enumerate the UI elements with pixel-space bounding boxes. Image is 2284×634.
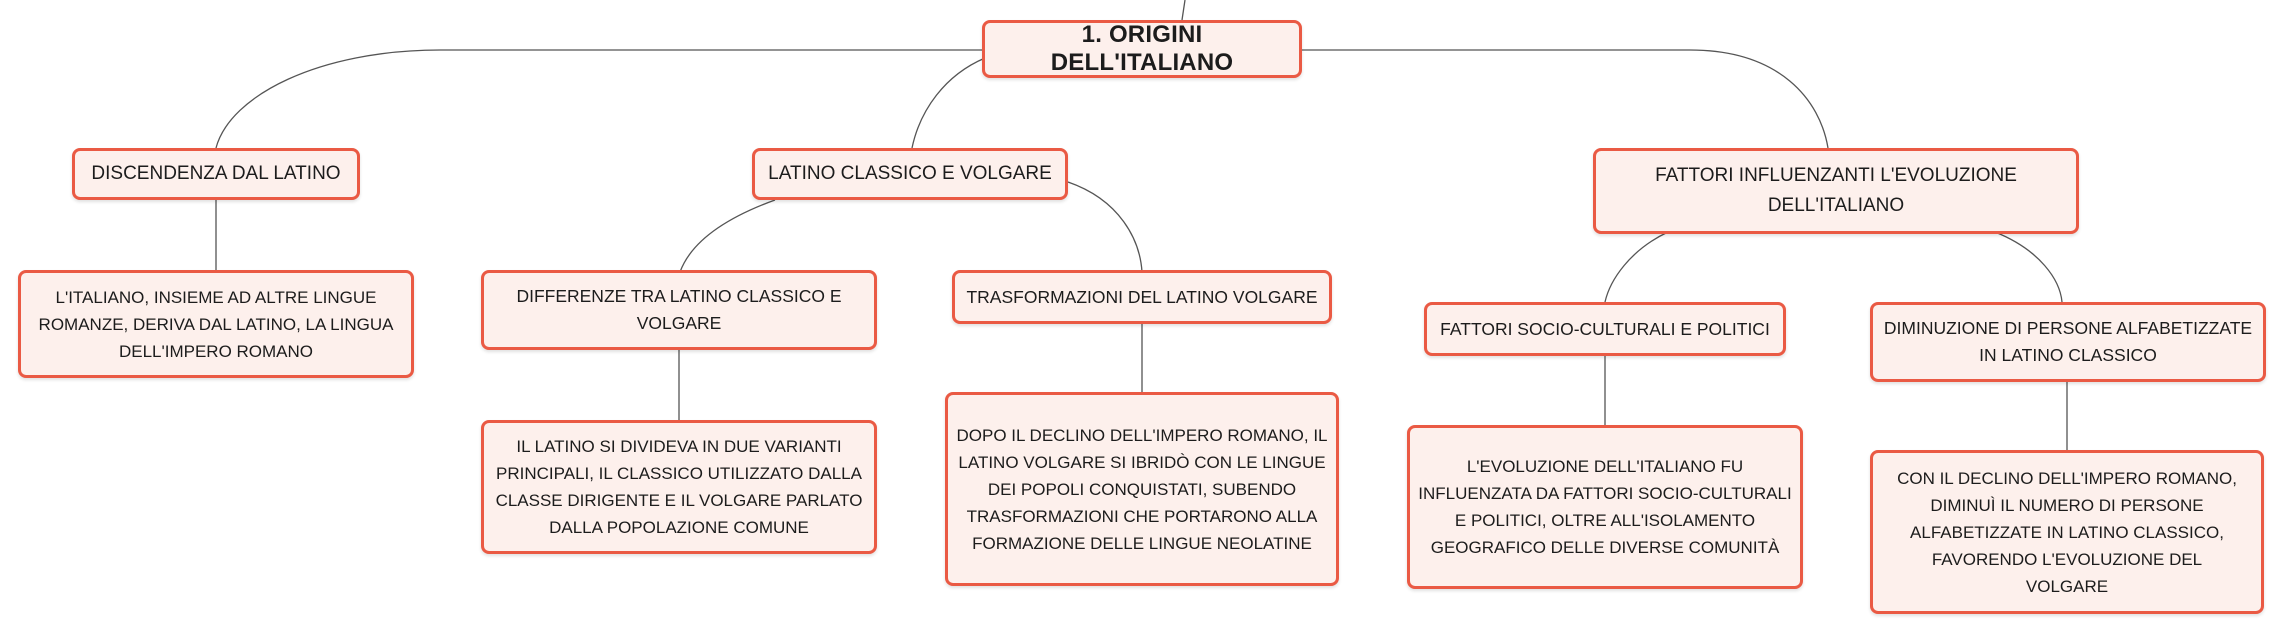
detail-trasformazioni[interactable]: DOPO IL DECLINO DELL'IMPERO ROMANO, IL L… — [945, 392, 1339, 586]
subtopic-diminuzione-alfabetizzate[interactable]: DIMINUZIONE DI PERSONE ALFABETIZZATE IN … — [1870, 302, 2266, 382]
topic-latino-classico-e-volgare[interactable]: LATINO CLASSICO E VOLGARE — [752, 148, 1068, 200]
connector-root-latino — [911, 57, 986, 149]
connector-root-discendenza — [215, 49, 985, 149]
detail-label: L'EVOLUZIONE DELL'ITALIANO FU INFLUENZAT… — [1418, 457, 1792, 557]
topic-label: FATTORI INFLUENZANTI L'EVOLUZIONE DELL'I… — [1655, 165, 2017, 216]
connector-fattori-socio — [1604, 231, 1669, 303]
subtopic-fattori-socio-culturali[interactable]: FATTORI SOCIO-CULTURALI E POLITICI — [1424, 302, 1786, 356]
detail-label: IL LATINO SI DIVIDEVA IN DUE VARIANTI PR… — [495, 437, 863, 537]
detail-diminuzione-alfabetizzate[interactable]: CON IL DECLINO DELL'IMPERO ROMANO, DIMIN… — [1870, 450, 2264, 614]
detail-fattori-socio-culturali[interactable]: L'EVOLUZIONE DELL'ITALIANO FU INFLUENZAT… — [1407, 425, 1803, 589]
subtopic-label: L'ITALIANO, INSIEME AD ALTRE LINGUE ROMA… — [38, 287, 394, 361]
subtopic-label: FATTORI SOCIO-CULTURALI E POLITICI — [1440, 318, 1770, 339]
subtopic-differenze-latino-classico-volgare[interactable]: DIFFERENZE TRA LATINO CLASSICO E VOLGARE — [481, 270, 877, 350]
topic-label: LATINO CLASSICO E VOLGARE — [768, 163, 1052, 184]
topic-label: DISCENDENZA DAL LATINO — [91, 163, 341, 184]
detail-differenze[interactable]: IL LATINO SI DIVIDEVA IN DUE VARIANTI PR… — [481, 420, 877, 554]
root-topic-label: 1. ORIGINI DELL'ITALIANO — [1050, 21, 1234, 76]
detail-label: DOPO IL DECLINO DELL'IMPERO ROMANO, IL L… — [956, 425, 1328, 553]
detail-label: CON IL DECLINO DELL'IMPERO ROMANO, DIMIN… — [1897, 468, 2237, 596]
subtopic-label: DIFFERENZE TRA LATINO CLASSICO E VOLGARE — [516, 286, 842, 333]
subtopic-label: TRASFORMAZIONI DEL LATINO VOLGARE — [966, 286, 1318, 307]
connector-fattori-diminuzione — [1994, 231, 2063, 303]
subtopic-label: DIMINUZIONE DI PERSONE ALFABETIZZATE IN … — [1883, 318, 2253, 365]
connector-root-parent — [1181, 0, 1186, 21]
topic-discendenza-dal-latino[interactable]: DISCENDENZA DAL LATINO — [72, 148, 360, 200]
connector-latino-differenze — [679, 199, 776, 273]
subtopic-italiano-deriva-dal-latino[interactable]: L'ITALIANO, INSIEME AD ALTRE LINGUE ROMA… — [18, 270, 414, 378]
connector-root-fattori — [1300, 49, 1829, 149]
connector-latino-trasformazioni — [1067, 181, 1143, 273]
topic-fattori-influenzanti[interactable]: FATTORI INFLUENZANTI L'EVOLUZIONE DELL'I… — [1593, 148, 2079, 234]
subtopic-trasformazioni-latino-volgare[interactable]: TRASFORMAZIONI DEL LATINO VOLGARE — [952, 270, 1332, 324]
root-topic[interactable]: 1. ORIGINI DELL'ITALIANO — [982, 20, 1302, 78]
